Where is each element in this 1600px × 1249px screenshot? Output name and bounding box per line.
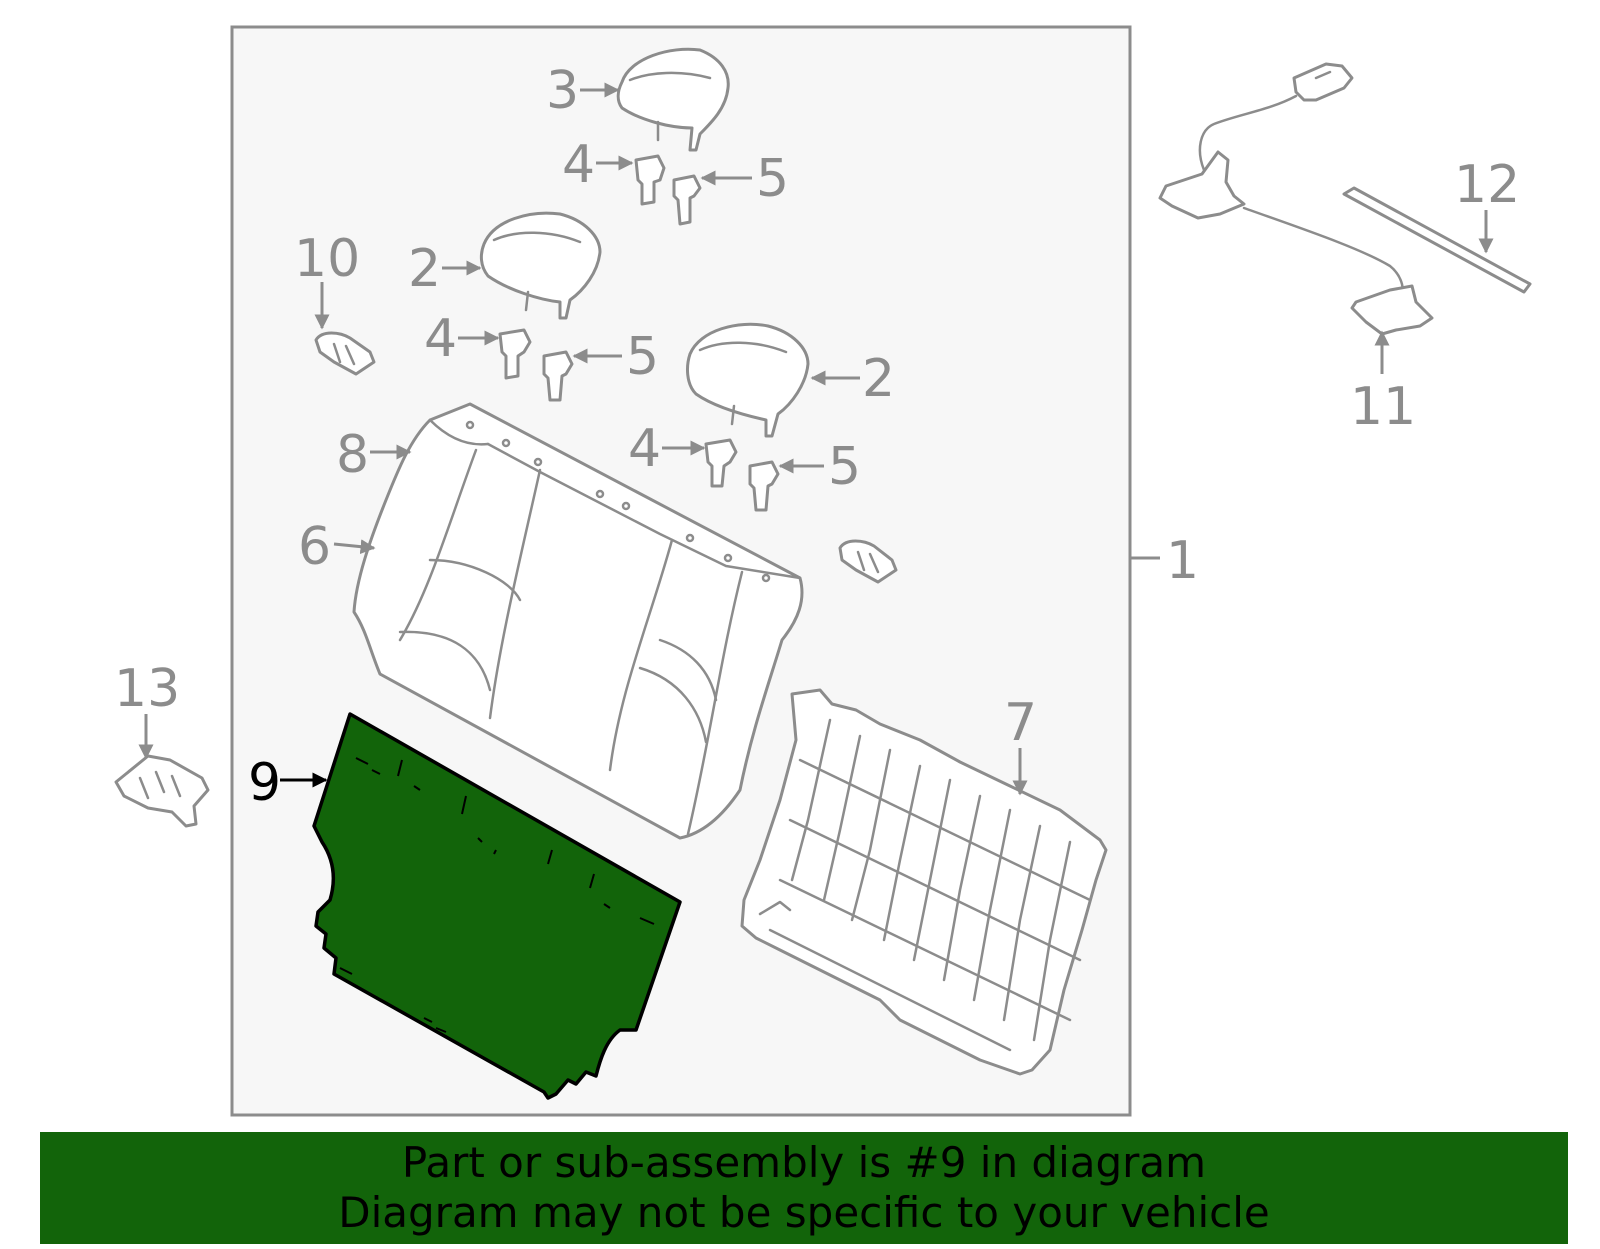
trim-strip-12 [1342, 186, 1532, 294]
cover-clip-right [838, 539, 898, 584]
seatback-frame [740, 688, 1108, 1076]
guide-pin-5-top [672, 174, 702, 226]
callout-5-mid: 5 [626, 327, 659, 387]
headrest-top [616, 47, 730, 152]
callout-5-low: 5 [828, 437, 861, 497]
banner-line-1: Part or sub-assembly is #9 in diagram [401, 1138, 1207, 1187]
guide-pin-4-mid [498, 328, 532, 380]
guide-pin-4-low [704, 438, 738, 488]
callout-7: 7 [1004, 693, 1037, 753]
callout-12: 12 [1454, 155, 1520, 215]
callout-5-top: 5 [756, 149, 789, 209]
callout-3: 3 [546, 61, 579, 121]
callout-4-mid: 4 [424, 309, 457, 369]
callout-9: 9 [248, 753, 281, 813]
part-9-highlight [312, 712, 682, 1100]
info-banner: Part or sub-assembly is #9 in diagram Di… [40, 1132, 1568, 1244]
callout-4-low: 4 [628, 419, 661, 479]
guide-pin-5-low [748, 460, 780, 512]
clip-13 [114, 754, 210, 828]
callout-4-top: 4 [562, 135, 595, 195]
callout-8: 8 [336, 425, 369, 485]
callout-2-right: 2 [862, 349, 895, 409]
callout-6: 6 [298, 517, 331, 577]
callout-2-left: 2 [408, 239, 441, 299]
cover-clip-10 [314, 331, 376, 376]
seatback-cover [352, 402, 804, 840]
callout-11: 11 [1350, 377, 1416, 437]
banner-line-2: Diagram may not be specific to your vehi… [338, 1188, 1270, 1237]
callout-1: 1 [1166, 531, 1199, 591]
headrest-right [686, 322, 810, 438]
arrow-6 [333, 539, 376, 555]
callout-10: 10 [294, 229, 360, 289]
headrest-left [479, 211, 602, 320]
wire-harness-11 [1158, 62, 1434, 336]
callout-13: 13 [114, 659, 180, 719]
guide-pin-5-mid [542, 350, 574, 402]
guide-pin-4-top [634, 154, 666, 206]
